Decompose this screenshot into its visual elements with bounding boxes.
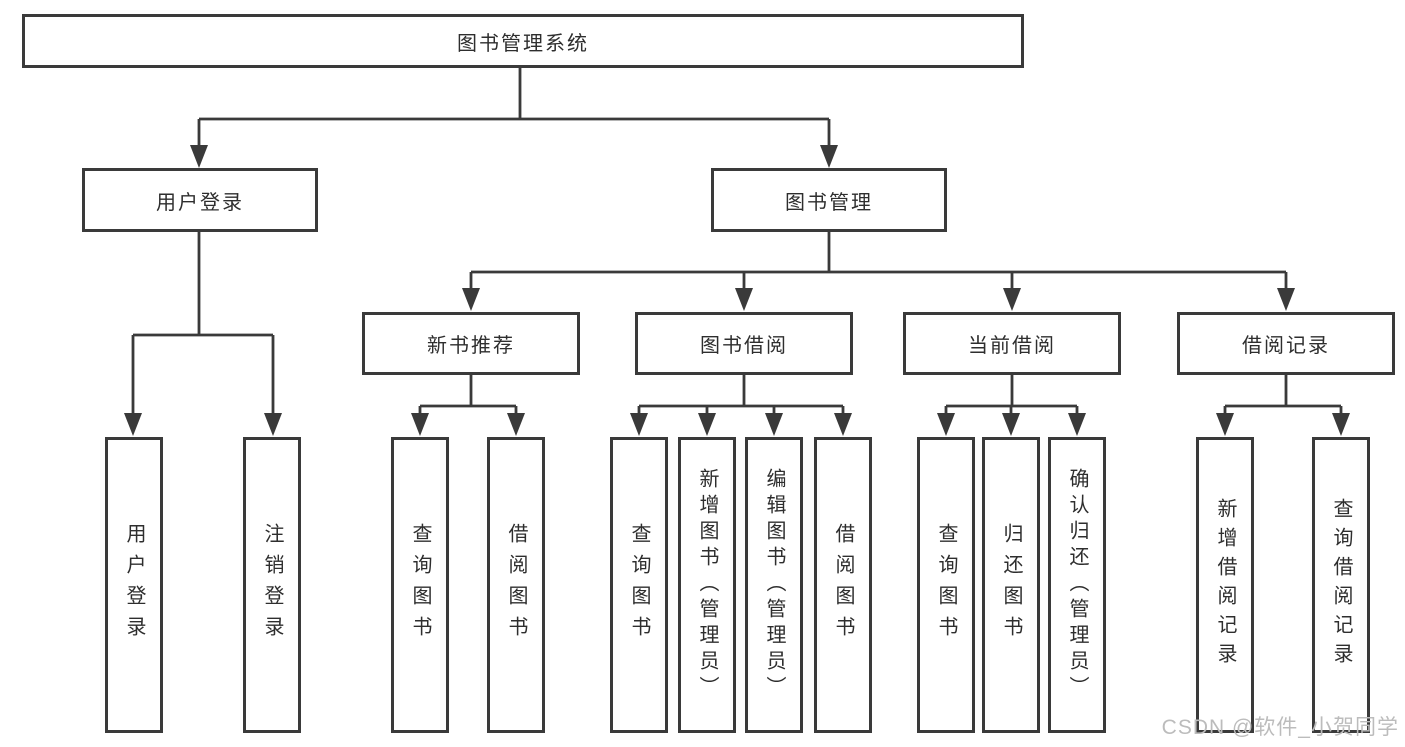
leaf-edit-book-admin: 编辑图书（管理员）	[745, 437, 803, 733]
node-borrowing-records: 借阅记录	[1177, 312, 1395, 375]
leaf-borrow-books: 借阅图书	[814, 437, 872, 733]
leaf-query-books-borrow: 查询图书	[610, 437, 668, 733]
leaf-query-books-recommend: 查询图书	[391, 437, 449, 733]
node-label: 图书借阅	[700, 335, 788, 357]
node-label: 借阅图书	[832, 523, 854, 647]
node-label: 查询借阅记录	[1330, 498, 1352, 672]
node-library-management-system: 图书管理系统	[22, 14, 1024, 68]
node-label: 注销登录	[261, 523, 283, 647]
node-label: 用户登录	[123, 523, 145, 647]
leaf-return-book: 归还图书	[982, 437, 1040, 733]
node-label: 查询图书	[628, 523, 650, 647]
node-book-management: 图书管理	[711, 168, 947, 232]
csdn-watermark: CSDN @软件_小贺同学	[1161, 716, 1399, 739]
node-label: 归还图书	[1000, 523, 1022, 647]
node-label: 新书推荐	[427, 335, 515, 357]
leaf-add-borrow-record: 新增借阅记录	[1196, 437, 1254, 733]
node-label: 当前借阅	[968, 335, 1056, 357]
node-label: 图书管理	[785, 191, 873, 214]
node-label: 借阅图书	[505, 523, 527, 647]
leaf-add-book-admin: 新增图书（管理员）	[678, 437, 736, 733]
node-label: 编辑图书（管理员）	[763, 468, 785, 702]
node-label: 图书管理系统	[457, 32, 589, 55]
leaf-user-login: 用户登录	[105, 437, 163, 733]
node-book-borrowing: 图书借阅	[635, 312, 853, 375]
leaf-logout: 注销登录	[243, 437, 301, 733]
leaf-query-books-current: 查询图书	[917, 437, 975, 733]
node-new-book-recommendation: 新书推荐	[362, 312, 580, 375]
node-user-login: 用户登录	[82, 168, 318, 232]
node-label: 确认归还（管理员）	[1066, 468, 1088, 702]
node-label: 借阅记录	[1242, 335, 1330, 357]
node-label: 新增借阅记录	[1214, 498, 1236, 672]
node-label: 查询图书	[409, 523, 431, 647]
node-label: 用户登录	[156, 191, 244, 214]
node-label: 查询图书	[935, 523, 957, 647]
leaf-confirm-return-admin: 确认归还（管理员）	[1048, 437, 1106, 733]
leaf-borrow-books-recommend: 借阅图书	[487, 437, 545, 733]
node-label: 新增图书（管理员）	[696, 468, 718, 702]
leaf-query-borrow-record: 查询借阅记录	[1312, 437, 1370, 733]
node-current-borrowing: 当前借阅	[903, 312, 1121, 375]
